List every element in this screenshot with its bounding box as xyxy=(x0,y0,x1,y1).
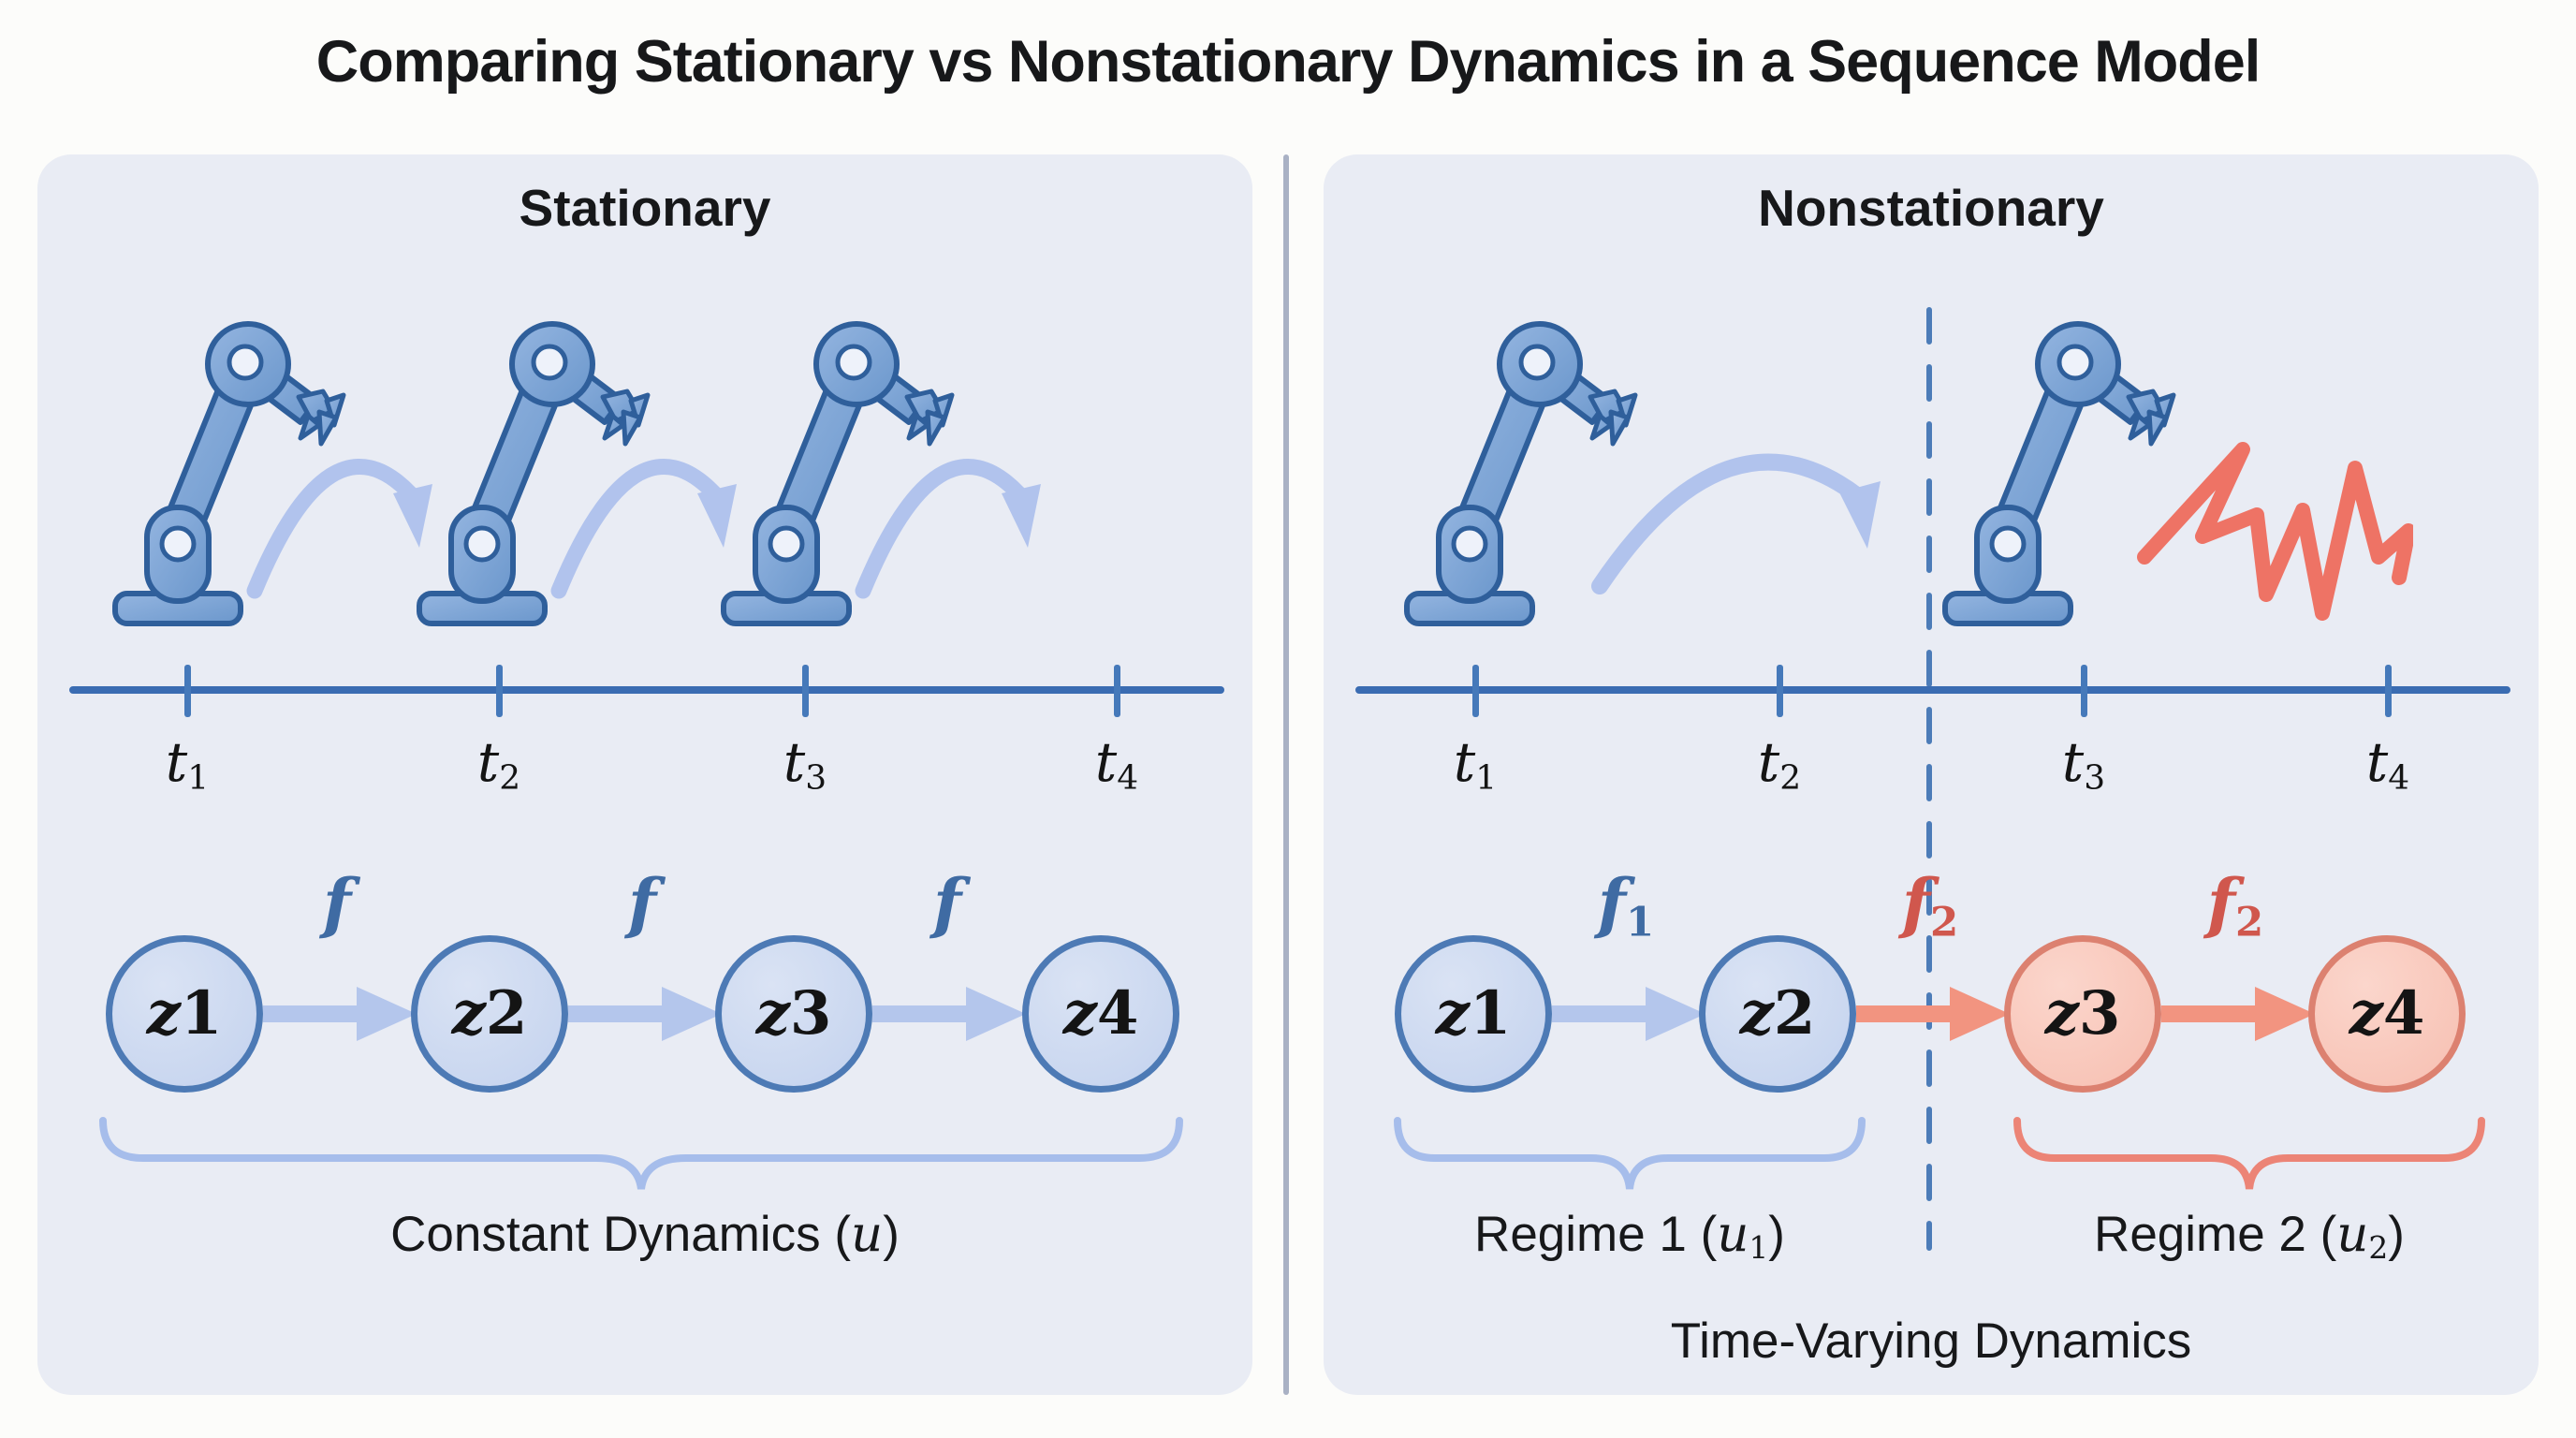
curly-brace-icon xyxy=(2013,1117,2485,1190)
timeline-tick xyxy=(2081,665,2087,717)
timeline-axis xyxy=(69,686,1224,694)
time-varying-dynamics-caption: Time-Varying Dynamics xyxy=(1670,1313,2192,1369)
timeline-tick xyxy=(2385,665,2392,717)
transition-arrow xyxy=(872,987,1026,1041)
regime-boundary-dashed-line xyxy=(1926,307,1932,1251)
panel-divider-line xyxy=(1283,154,1289,1395)
timeline-tick xyxy=(184,665,191,717)
edge-label-f: f xyxy=(322,864,352,942)
edge-label-f1: f1 xyxy=(1597,864,1655,946)
timeline-axis xyxy=(1355,686,2510,694)
robot-arm-icon xyxy=(1390,313,1638,626)
page-title: Comparing Stationary vs Nonstationary Dy… xyxy=(315,29,2261,95)
tick-label-t3: t3 xyxy=(783,730,827,798)
tick-label-t1: t1 xyxy=(1453,730,1498,798)
robot-arm-icon xyxy=(402,313,651,626)
robot-arm-icon xyxy=(1928,313,2176,626)
timeline-tick xyxy=(1777,665,1783,717)
transition-arrow xyxy=(1856,987,2010,1041)
transition-arrow xyxy=(568,987,722,1041)
tick-label-t4: t4 xyxy=(2365,730,2410,798)
constant-dynamics-caption: Constant Dynamics (u) xyxy=(390,1206,900,1263)
stationary-header: Stationary xyxy=(519,179,771,237)
tick-label-t4: t4 xyxy=(1094,730,1139,798)
curly-brace-icon xyxy=(99,1117,1183,1190)
edge-label-f2: f2 xyxy=(2206,864,2264,946)
timeline-tick xyxy=(1114,665,1120,717)
regime2-caption: Regime 2 (u2) xyxy=(2094,1206,2405,1266)
robot-arm-icon xyxy=(98,313,346,626)
timeline-tick xyxy=(1472,665,1479,717)
edge-label-f: f xyxy=(627,864,657,942)
robot-arm-icon xyxy=(707,313,955,626)
tick-label-t3: t3 xyxy=(2061,730,2106,798)
tick-label-t1: t1 xyxy=(165,730,210,798)
regime1-caption: Regime 1 (u1) xyxy=(1474,1206,1785,1266)
edge-label-f: f xyxy=(932,864,962,942)
disturbance-zigzag-icon xyxy=(2137,442,2413,621)
tick-label-t2: t2 xyxy=(1757,730,1802,798)
curly-brace-icon xyxy=(1394,1117,1866,1190)
edge-label-f2: f2 xyxy=(1901,864,1959,946)
timeline-tick xyxy=(496,665,503,717)
transition-arrow xyxy=(2161,987,2315,1041)
timeline-tick xyxy=(802,665,809,717)
transition-arrow xyxy=(263,987,417,1041)
transition-arrow xyxy=(1552,987,1705,1041)
tick-label-t2: t2 xyxy=(476,730,521,798)
nonstationary-header: Nonstationary xyxy=(1758,179,2104,237)
